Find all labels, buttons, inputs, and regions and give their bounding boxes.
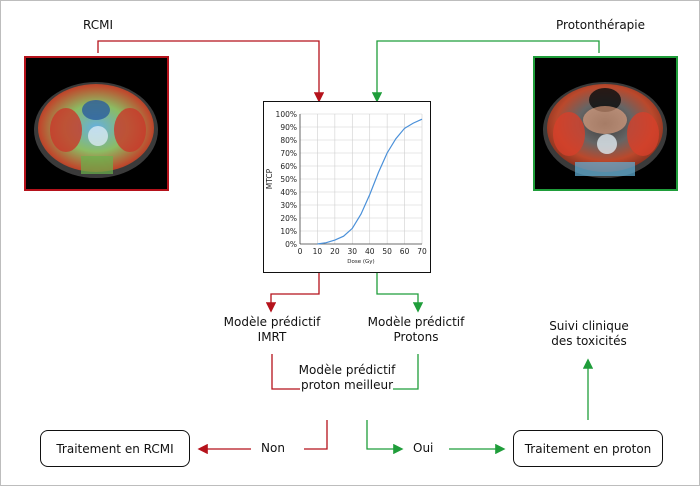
x-tick-label: 50 (382, 247, 392, 256)
model-imrt-line2: IMRT (257, 330, 287, 344)
arrow-rcmi-to-chart (97, 40, 325, 103)
x-tick-label: 70 (417, 247, 427, 256)
y-axis-label: MTCP (265, 168, 274, 189)
y-tick-label: 50% (280, 175, 297, 184)
oui-label: Oui (413, 441, 434, 455)
mtcp-curve-line (317, 118, 423, 245)
bracket-green (393, 354, 419, 390)
non-label: Non (261, 441, 285, 455)
x-tick-label: 30 (348, 247, 358, 256)
arrow-proton-to-chart (371, 40, 600, 103)
y-tick-label: 60% (280, 162, 297, 171)
x-tick-label: 20 (330, 247, 340, 256)
y-tick-label: 70% (280, 149, 297, 158)
model-protons-label: Modèle prédictif Protons (367, 315, 465, 345)
traitement-rcmi-box: Traitement en RCMI (40, 430, 190, 467)
arrow-chart-to-imrt-model (265, 273, 320, 313)
model-better-label: Modèle prédictif proton meilleur (297, 363, 397, 393)
model-imrt-label: Modèle prédictif IMRT (223, 315, 321, 345)
model-protons-line2: Protons (393, 330, 439, 344)
arrow-to-non (304, 420, 328, 450)
proton-label: Protonthérapie (556, 18, 646, 32)
y-tick-label: 40% (280, 188, 297, 197)
suivi-line2: des toxicités (551, 334, 627, 348)
y-tick-label: 100% (276, 110, 297, 119)
y-tick-label: 90% (280, 123, 297, 132)
suivi-label: Suivi clinique des toxicités (539, 319, 639, 349)
x-tick-label: 0 (298, 247, 303, 256)
arrow-chart-to-protons-model (376, 273, 424, 313)
y-tick-label: 30% (280, 201, 297, 210)
proton-ct-scan-image (533, 56, 678, 191)
y-tick-label: 0% (285, 240, 297, 249)
model-better-line2: proton meilleur (300, 378, 394, 392)
traitement-proton-box: Traitement en proton (513, 430, 663, 467)
rcmi-ct-scan-image (24, 56, 169, 191)
bracket-red (271, 354, 300, 390)
arrow-to-oui (366, 420, 404, 455)
y-tick-label: 20% (280, 214, 297, 223)
mtcp-chart: 0% 10% 20% 30% 40% 50% 60% 70% 80% 90% 100% 0 10 20 30… (263, 101, 431, 273)
x-tick-label: 10 (313, 247, 323, 256)
rcmi-dose-map (34, 82, 158, 178)
proton-dose-map (543, 82, 667, 178)
x-axis-label: Dose (Gy) (347, 259, 374, 265)
rcmi-label: RCMI (83, 18, 114, 32)
model-better-line1: Modèle prédictif (298, 363, 396, 377)
suivi-line1: Suivi clinique (549, 319, 629, 333)
mtcp-chart-svg: 0% 10% 20% 30% 40% 50% 60% 70% 80% 90% 100% 0 10 20 30… (265, 110, 427, 265)
model-imrt-line1: Modèle prédictif (223, 315, 321, 329)
model-protons-line1: Modèle prédictif (367, 315, 465, 329)
y-tick-label: 80% (280, 136, 297, 145)
x-tick-label: 40 (365, 247, 375, 256)
x-tick-label: 60 (400, 247, 410, 256)
y-tick-label: 10% (280, 227, 297, 236)
